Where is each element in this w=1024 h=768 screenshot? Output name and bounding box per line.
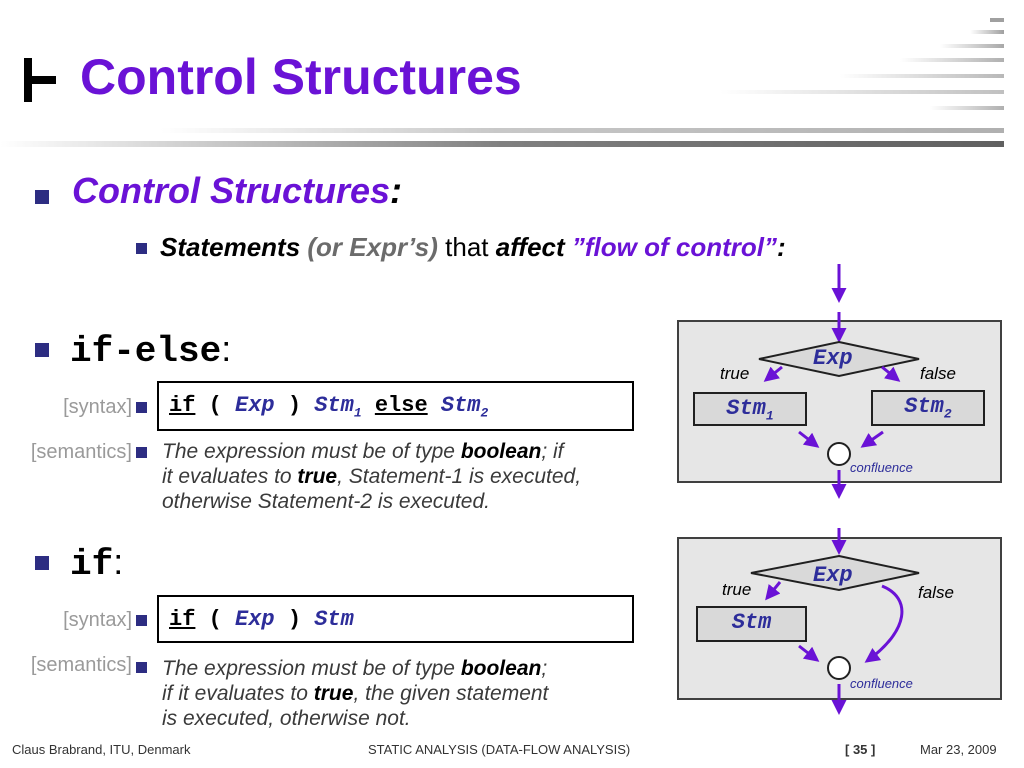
- sub-bullet-text: Statements (or Expr’s) that affect ”flow…: [160, 232, 786, 262]
- sub-bullet-square: [136, 402, 147, 413]
- if-else-flow-arrows: [758, 264, 920, 499]
- sub-bullet-square: [136, 447, 147, 458]
- diagram-exp-label: Exp: [813, 563, 853, 588]
- diagram-true-label: true: [720, 364, 750, 383]
- semantics-label: [semantics]: [30, 654, 132, 676]
- semantics-label: [semantics]: [30, 441, 132, 463]
- footer-date: Mar 23, 2009: [920, 742, 997, 757]
- bullet-square: [35, 343, 49, 357]
- turnstile-logo-icon: [22, 58, 58, 102]
- syntax-label: [syntax]: [63, 609, 132, 631]
- bullet-square: [35, 556, 49, 570]
- footer-page-number: [ 35 ]: [845, 742, 876, 757]
- diagram-stm-box: Stm: [696, 606, 807, 642]
- if-syntax-box: if ( Exp ) Stm: [157, 595, 634, 643]
- sub-bullet-square: [136, 615, 147, 626]
- page-title: Control Structures: [80, 49, 522, 105]
- diagram-true-label: true: [722, 580, 752, 599]
- if-semantics-text: The expression must be of type boolean; …: [162, 657, 549, 730]
- diagram-false-label: false: [918, 583, 954, 602]
- diagram-confluence-label: confluence: [850, 676, 913, 691]
- if-flow-arrows: [750, 528, 920, 715]
- diagram-stm2-box: Stm2: [871, 390, 985, 426]
- diagram-exp-label: Exp: [813, 346, 853, 371]
- footer-course: STATIC ANALYSIS (DATA-FLOW ANALYSIS): [368, 742, 631, 757]
- diagram-stm1-box: Stm1: [693, 392, 807, 426]
- diagram-false-label: false: [920, 364, 956, 383]
- sub-bullet-square: [136, 243, 147, 254]
- if-else-syntax-box: if ( Exp ) Stm1 else Stm2: [157, 381, 634, 431]
- section-heading: Control Structures:: [72, 170, 403, 211]
- footer-author: Claus Brabrand, ITU, Denmark: [12, 742, 191, 757]
- diagram-confluence-label: confluence: [850, 460, 913, 475]
- syntax-label: [syntax]: [63, 396, 132, 418]
- sub-bullet-square: [136, 662, 147, 673]
- if-else-semantics-text: The expression must be of type boolean; …: [162, 440, 582, 513]
- if-heading: if:: [70, 541, 124, 585]
- bullet-square: [35, 190, 49, 204]
- if-else-heading: if-else:: [70, 328, 232, 372]
